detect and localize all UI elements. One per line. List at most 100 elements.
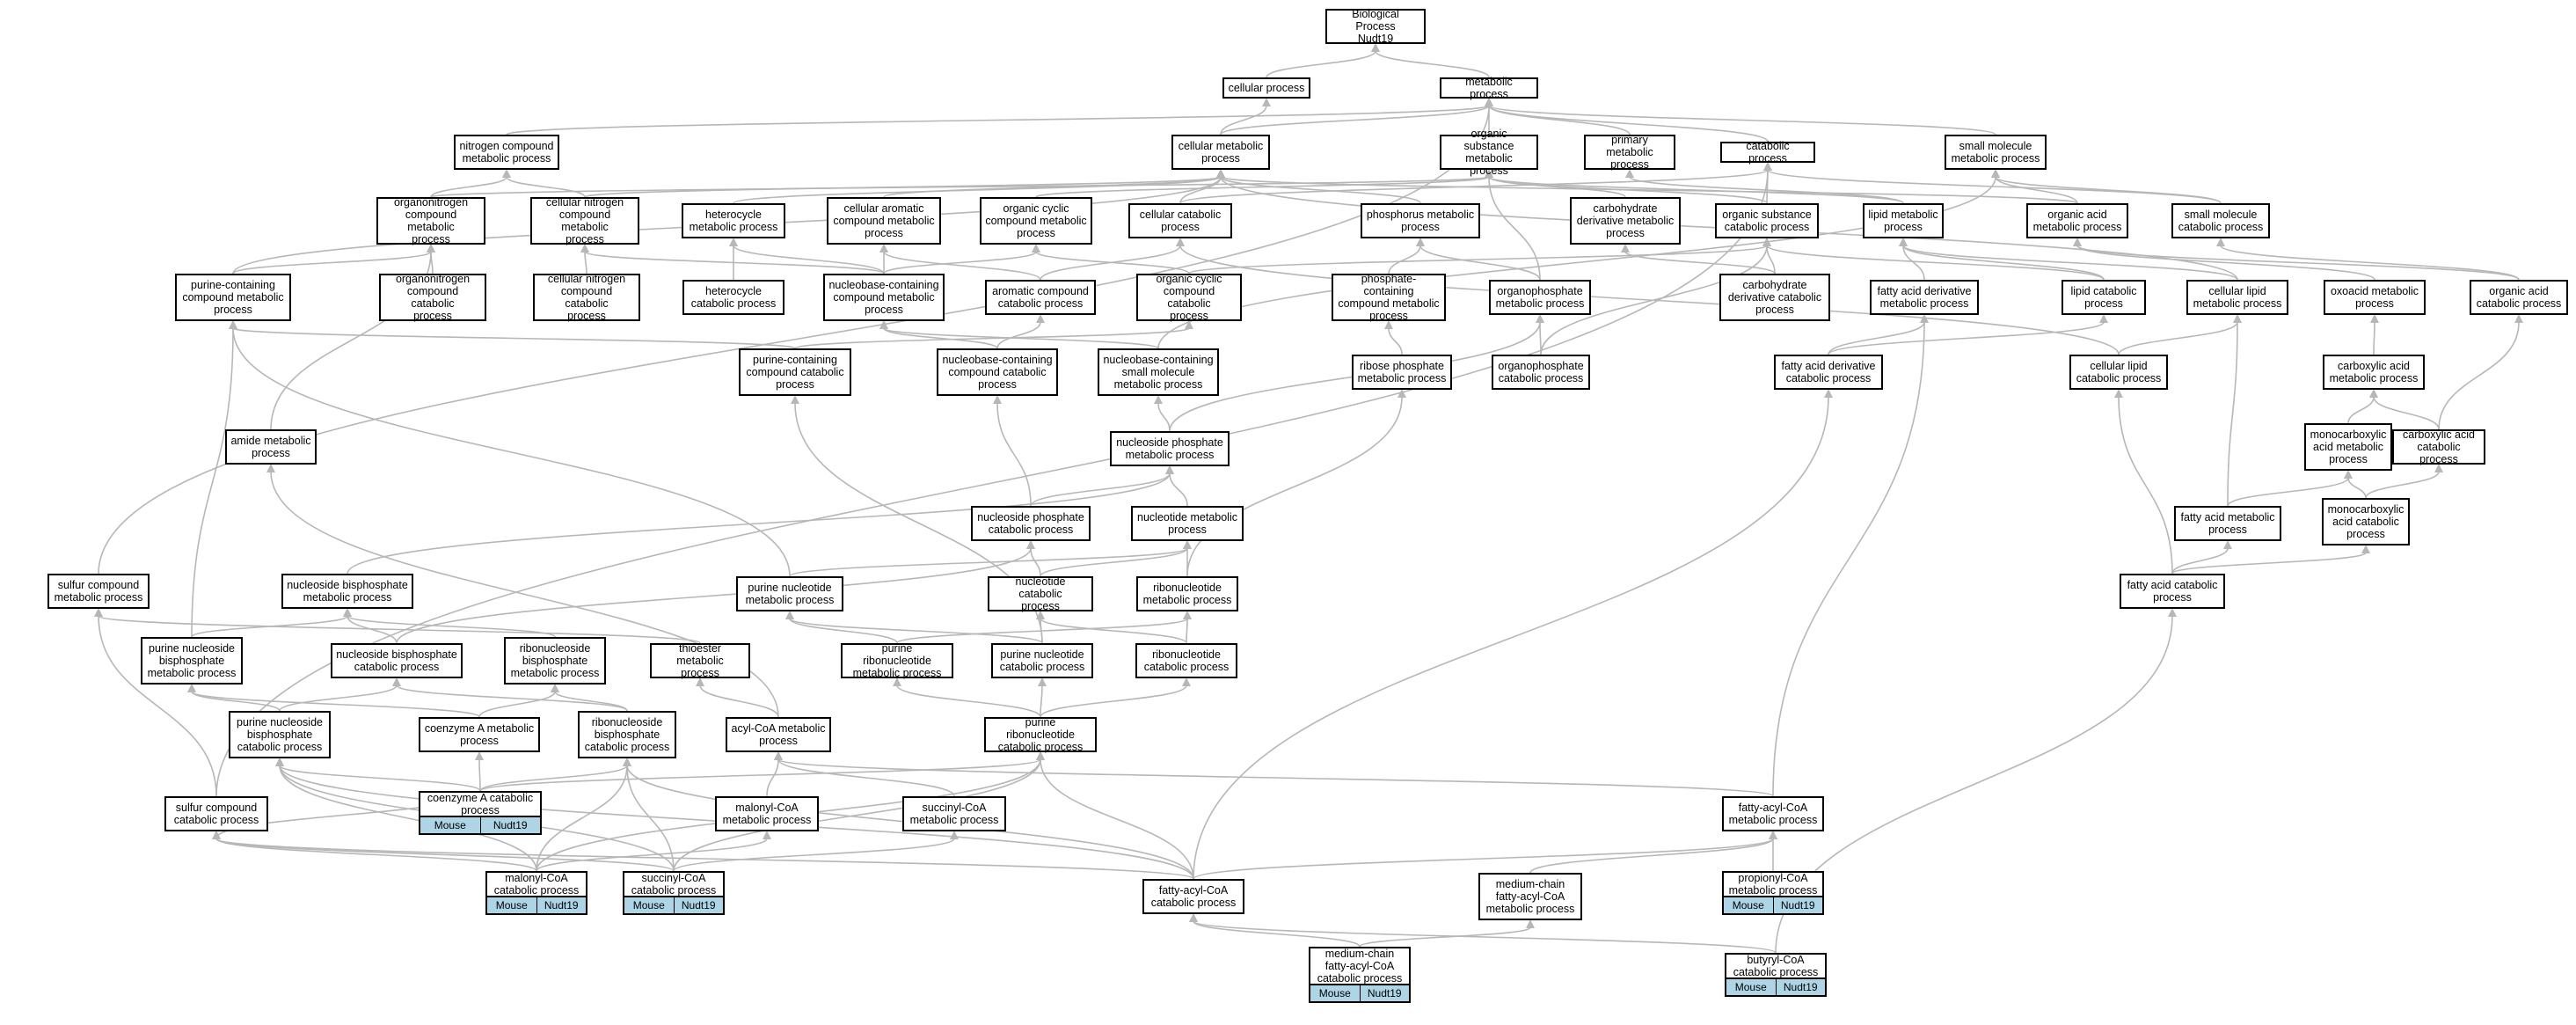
arrowhead-mcoacp-to-mcoamp	[763, 831, 771, 839]
arrowhead-opcp-to-oscp	[1762, 238, 1771, 246]
go-term-node-opmp[interactable]: organophosphate metabolic process	[1489, 280, 1591, 315]
go-term-node-pcccp[interactable]: purine-containing compound catabolic pro…	[739, 348, 851, 396]
edge-rnbpmp-to-nbpmp	[347, 615, 556, 638]
go-term-node-temp[interactable]: thioester metabolic process	[650, 642, 750, 679]
go-term-node-cacp[interactable]: coenzyme A catabolic process	[419, 791, 542, 816]
go-term-node-onccp[interactable]: organonitrogen compound catabolic proces…	[379, 273, 486, 322]
edge-opmp-to-phmp	[1419, 245, 1541, 281]
go-term-node-osmp[interactable]: organic substance metabolic process	[1440, 128, 1538, 177]
arrowhead-opmp-to-osmp	[1485, 169, 1493, 178]
go-term-node-prnmp[interactable]: purine ribonucleotide metabolic process	[841, 642, 953, 679]
edge-rncp-to-ncp	[1040, 618, 1187, 644]
go-term-node-rnbpcp[interactable]: ribonucleoside bisphosphate catabolic pr…	[578, 711, 676, 758]
go-term-node-pncp[interactable]: purine nucleotide catabolic process	[991, 643, 1093, 678]
go-term-node-oamp[interactable]: organic acid metabolic process	[2026, 203, 2128, 238]
go-term-node-occcp[interactable]: organic cyclic compound catabolic proces…	[1136, 273, 1242, 322]
go-term-node-cmp[interactable]: cellular metabolic process	[1171, 135, 1270, 170]
go-term-node-cxmp[interactable]: carboxylic acid metabolic process	[2323, 355, 2425, 390]
edge-oncmp-to-ncmp	[430, 176, 507, 198]
go-term-node-nbpcp[interactable]: nucleoside bisphosphate catabolic proces…	[331, 643, 463, 678]
go-term-node-clcp[interactable]: cellular lipid catabolic process	[2069, 355, 2168, 390]
go-term-node-rpmp[interactable]: ribose phosphate metabolic process	[1352, 355, 1452, 390]
go-term-node-mcamp[interactable]: monocarboxylic acid metabolic process	[2304, 423, 2392, 471]
go-term-node-cnccp[interactable]: cellular nitrogen compound catabolic pro…	[533, 273, 640, 322]
go-term-node-smmp[interactable]: small molecule metabolic process	[1945, 135, 2047, 170]
edge-pnmp-to-nmp	[789, 547, 1188, 577]
go-term-node-catp[interactable]: catabolic process	[1720, 140, 1815, 165]
go-term-node-amp[interactable]: amide metabolic process	[225, 429, 317, 465]
go-term-node-pmp[interactable]: primary metabolic process	[1584, 134, 1675, 171]
go-term-node-lmp[interactable]: lipid metabolic process	[1863, 203, 1944, 238]
go-term-node-accp[interactable]: aromatic compound catabolic process	[985, 280, 1096, 315]
go-term-node-lcp[interactable]: lipid catabolic process	[2062, 280, 2146, 315]
go-term-node-rnbpmp[interactable]: ribonucleoside bisphosphate metabolic pr…	[504, 637, 606, 685]
go-term-node-bcoacp[interactable]: butyryl-CoA catabolic process	[1725, 953, 1827, 978]
go-term-node-smcp[interactable]: small molecule catabolic process	[2171, 203, 2270, 238]
go-term-node-scoacp[interactable]: succinyl-CoA catabolic process	[623, 871, 725, 897]
edge-pnmp-to-pccmp	[232, 327, 791, 577]
go-term-node-pcoamp[interactable]: propionyl-CoA metabolic process	[1722, 871, 1824, 897]
go-term-node-fadcp[interactable]: fatty acid derivative catabolic process	[1774, 355, 1883, 390]
go-term-node-scmp[interactable]: sulfur compound metabolic process	[47, 574, 150, 609]
go-term-node-oacp[interactable]: organic acid catabolic process	[2470, 280, 2568, 315]
go-term-node-ncmp[interactable]: nitrogen compound metabolic process	[454, 135, 559, 170]
go-term-node-mcfacoamp[interactable]: medium-chain fatty-acyl-CoA metabolic pr…	[1478, 873, 1582, 920]
go-term-node-facoacp[interactable]: fatty-acyl-CoA catabolic process	[1142, 879, 1244, 914]
arrowhead-camp-to-pnbpmp	[187, 684, 196, 692]
edge-mcoamp-to-acoamp	[766, 758, 779, 797]
go-term-node-nbccmp[interactable]: nucleobase-containing compound metabolic…	[823, 274, 945, 321]
go-term-node-npmp[interactable]: nucleoside phosphate metabolic process	[1110, 431, 1230, 466]
go-term-node-facoamp[interactable]: fatty-acyl-CoA metabolic process	[1722, 796, 1824, 831]
go-term-node-phmp[interactable]: phosphorus metabolic process	[1361, 203, 1480, 238]
go-term-node-ncp[interactable]: nucleotide catabolic process	[988, 575, 1093, 612]
go-term-node-hcp[interactable]: heterocycle catabolic process	[682, 280, 784, 315]
go-term-node-oxmp[interactable]: oxoacid metabolic process	[2324, 280, 2426, 315]
go-term-node-pnmp[interactable]: purine nucleotide metabolic process	[736, 576, 843, 611]
go-term-node-cdcp[interactable]: carbohydrate derivative catabolic proces…	[1719, 274, 1830, 321]
go-term-node-cacmp[interactable]: cellular aromatic compound metabolic pro…	[827, 197, 941, 245]
go-term-node-hmp[interactable]: heterocycle metabolic process	[682, 203, 785, 238]
edge-fadmp-to-lmp	[1902, 245, 1925, 281]
go-term-node-mcoamp[interactable]: malonyl-CoA metabolic process	[715, 796, 819, 831]
go-term-node-scoamp[interactable]: succinyl-CoA metabolic process	[902, 796, 1006, 831]
go-term-node-pnbpcp[interactable]: purine nucleoside bisphosphate catabolic…	[229, 711, 331, 758]
go-term-node-pnbpmp[interactable]: purine nucleoside bisphosphate metabolic…	[141, 637, 243, 685]
go-term-node-mcoacp[interactable]: malonyl-CoA catabolic process	[485, 871, 587, 897]
arrowhead-sccp-to-catp	[1763, 162, 1772, 171]
go-term-node-oscp[interactable]: organic substance catabolic process	[1715, 203, 1819, 238]
edge-mcfacoacp-to-mcfacoamp	[1359, 926, 1531, 948]
go-term-node-pcmp[interactable]: phosphate-containing compound metabolic …	[1332, 273, 1446, 322]
go-term-node-clmp[interactable]: cellular lipid metabolic process	[2186, 280, 2288, 315]
go-term-node-cncmp[interactable]: cellular nitrogen compound metabolic pro…	[530, 196, 639, 245]
go-term-node-opcp[interactable]: organophosphate catabolic process	[1492, 355, 1590, 390]
go-term-node-mcacp[interactable]: monocarboxylic acid catabolic process	[2322, 498, 2410, 545]
go-term-node-nmp[interactable]: nucleotide metabolic process	[1131, 506, 1244, 541]
go-term-node-nbcccp[interactable]: nucleobase-containing compound catabolic…	[937, 348, 1058, 396]
edge-rnbpcp-to-rnbpmp	[554, 691, 628, 712]
go-term-node-prncp[interactable]: purine ribonucleotide catabolic process	[984, 716, 1097, 753]
go-term-node-rnmp[interactable]: ribonucleotide metabolic process	[1136, 576, 1238, 611]
go-term-node-mcfacoacp[interactable]: medium-chain fatty-acyl-CoA catabolic pr…	[1309, 947, 1411, 985]
go-term-node-acoamp[interactable]: acyl-CoA metabolic process	[726, 717, 831, 752]
arrowhead-pnbpmp-to-pccmp	[229, 320, 237, 329]
go-term-node-root[interactable]: Biological Process Nudt19	[1325, 8, 1426, 45]
go-term-node-cxcp[interactable]: carboxylic acid catabolic process	[2392, 428, 2485, 465]
go-term-node-nbcsmmp[interactable]: nucleobase-containing small molecule met…	[1098, 348, 1219, 396]
edge-clcp-to-ccp	[1179, 245, 2120, 355]
go-term-node-nbpmp[interactable]: nucleoside bisphosphate metabolic proces…	[281, 574, 413, 609]
go-term-node-oncmp[interactable]: organonitrogen compound metabolic proces…	[376, 196, 485, 245]
go-term-node-npcp[interactable]: nucleoside phosphate catabolic process	[971, 506, 1091, 541]
go-term-node-occmp[interactable]: organic cyclic compound metabolic proces…	[980, 197, 1092, 245]
go-term-node-mp[interactable]: metabolic process	[1440, 76, 1538, 100]
go-term-node-cp[interactable]: cellular process	[1222, 77, 1310, 99]
go-term-node-facp[interactable]: fatty acid catabolic process	[2120, 574, 2225, 609]
go-term-node-pccmp[interactable]: purine-containing compound metabolic pro…	[175, 274, 291, 321]
go-term-node-fadmp[interactable]: fatty acid derivative metabolic process	[1870, 280, 1979, 315]
edge-mcfacoacp-to-facoacp	[1193, 920, 1361, 948]
go-term-node-ccp[interactable]: cellular catabolic process	[1128, 203, 1232, 238]
go-term-node-rncp[interactable]: ribonucleotide catabolic process	[1135, 643, 1237, 678]
go-term-node-famp[interactable]: fatty acid metabolic process	[2174, 506, 2281, 541]
go-term-node-sccp[interactable]: sulfur compound catabolic process	[164, 796, 268, 831]
go-term-node-cdmp[interactable]: carbohydrate derivative metabolic proces…	[1570, 197, 1681, 245]
go-term-node-camp[interactable]: coenzyme A metabolic process	[419, 717, 540, 752]
